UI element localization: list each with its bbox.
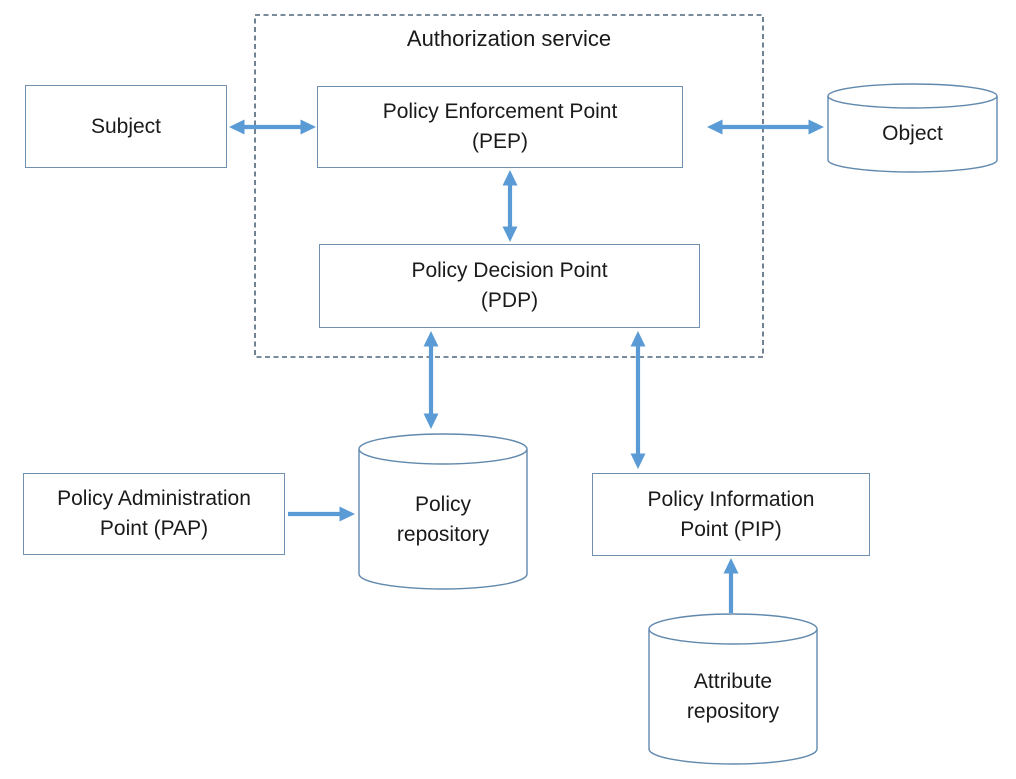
node-pap-label: Policy Administration Point (PAP) bbox=[57, 484, 251, 544]
node-pip-line1: Policy Information bbox=[647, 487, 815, 511]
node-pap-line2: Point (PAP) bbox=[99, 517, 209, 540]
node-pip: Policy Information Point (PIP) bbox=[592, 473, 870, 556]
node-pdp-line2: (PDP) bbox=[480, 289, 539, 312]
node-pep-line1: Policy Enforcement Point bbox=[382, 100, 618, 123]
node-pdp-label: Policy Decision Point (PDP) bbox=[411, 256, 607, 316]
node-pap: Policy Administration Point (PAP) bbox=[23, 473, 285, 555]
node-pdp: Policy Decision Point (PDP) bbox=[319, 244, 700, 328]
authorization-service-title: Authorization service bbox=[406, 26, 612, 51]
node-object: Object bbox=[827, 83, 998, 173]
node-pdp-line1: Policy Decision Point bbox=[411, 259, 608, 282]
node-subject: Subject bbox=[25, 85, 227, 168]
node-attribute-repository-line2: repository bbox=[686, 700, 780, 723]
node-attribute-repository: Attribute repository bbox=[648, 613, 818, 765]
database-cylinder-icon bbox=[827, 83, 998, 173]
node-subject-label: Subject bbox=[91, 112, 161, 142]
node-attribute-repository-label: Attribute repository bbox=[648, 605, 818, 773]
node-subject-line1: Subject bbox=[90, 114, 162, 138]
node-policy-repository-line1: Policy bbox=[414, 492, 472, 516]
node-attribute-repository-line1: Attribute bbox=[693, 670, 773, 693]
database-cylinder-icon bbox=[358, 433, 528, 590]
node-object-label: Object bbox=[827, 77, 998, 179]
node-pep-label: Policy Enforcement Point (PEP) bbox=[383, 97, 618, 157]
database-cylinder-icon bbox=[648, 613, 818, 765]
node-pep-line2: (PEP) bbox=[471, 130, 528, 153]
node-policy-repository-line2: repository bbox=[396, 522, 490, 546]
node-policy-repository: Policy repository bbox=[358, 433, 528, 590]
node-object-line1: Object bbox=[882, 122, 943, 145]
node-policy-repository-label: Policy repository bbox=[358, 425, 528, 598]
node-pap-line1: Policy Administration bbox=[57, 487, 251, 510]
node-pep: Policy Enforcement Point (PEP) bbox=[317, 86, 683, 168]
node-pip-label: Policy Information Point (PIP) bbox=[648, 485, 815, 545]
node-pip-line2: Point (PIP) bbox=[680, 517, 782, 541]
